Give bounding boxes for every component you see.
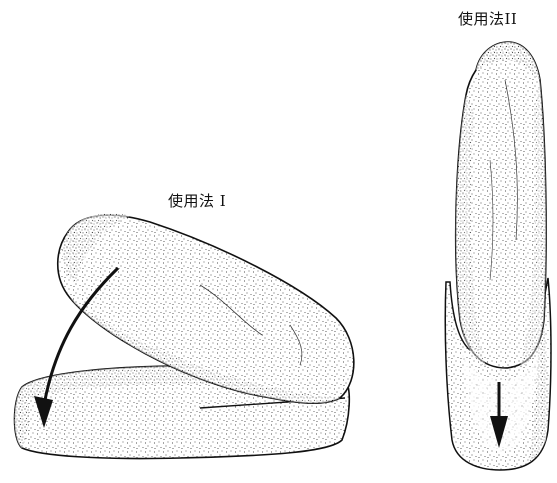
method-2-label: 使用法II [458, 8, 517, 29]
method-1-label: 使用法 I [168, 190, 226, 211]
tall-stone [456, 42, 546, 368]
